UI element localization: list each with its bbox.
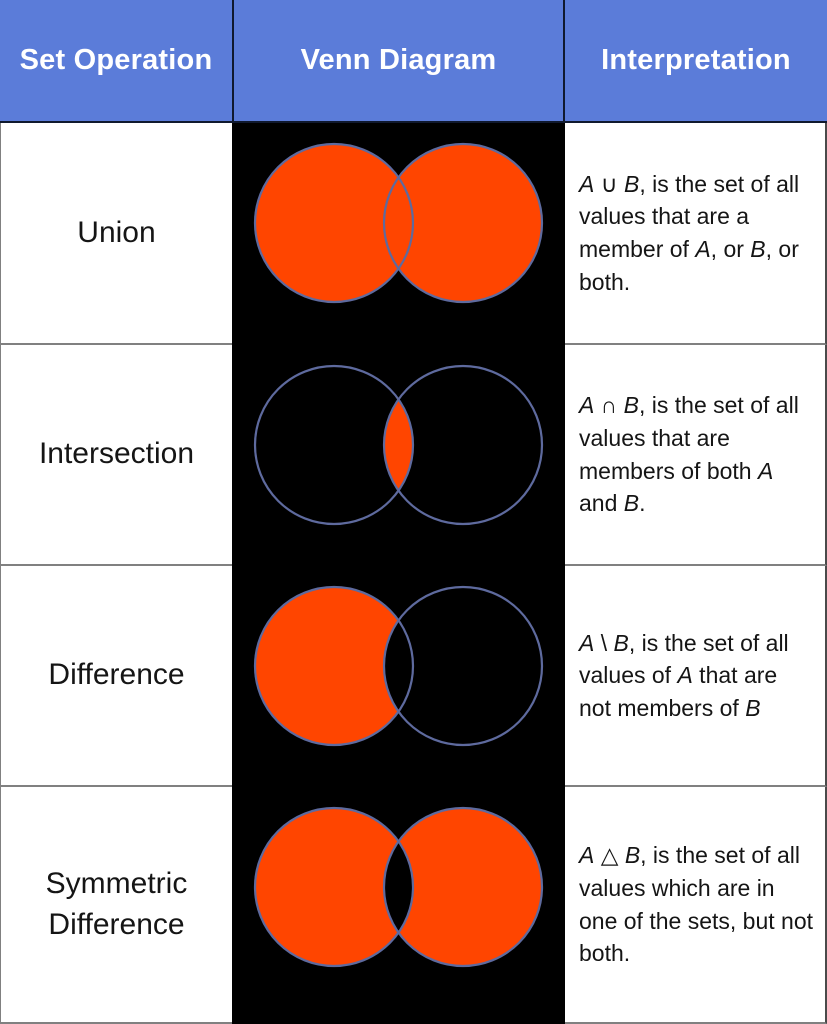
header-venn-diagram: Venn Diagram: [232, 0, 565, 123]
venn-diagram-svg: [253, 142, 544, 304]
operation-label: Difference: [0, 566, 232, 787]
venn-diagram-svg: [253, 806, 544, 968]
set-a-outline: [253, 142, 415, 304]
set-a-circle: [255, 808, 413, 966]
venn-diagram-svg: [253, 364, 544, 526]
operation-label: Intersection: [0, 345, 232, 566]
venn-diagram-cell: [232, 566, 565, 787]
set-b-circle: [384, 144, 542, 302]
set-b-outline: [382, 806, 544, 968]
interpretation-paragraph: A △ B, is the set of all values which ar…: [579, 842, 813, 967]
set-a-circle: [255, 144, 413, 302]
set-b-circle: [384, 808, 542, 966]
venn-diagram-cell: [232, 787, 565, 1024]
operation-label: Union: [0, 123, 232, 345]
interpretation-text: A ∪ B, is the set of all values that are…: [565, 123, 827, 345]
venn-diagram-cell: [232, 345, 565, 566]
set-b-outline: [382, 585, 544, 747]
set-a-circle: [255, 587, 413, 745]
set-b-outline: [382, 142, 544, 304]
interpretation-paragraph: A ∪ B, is the set of all values that are…: [579, 170, 800, 295]
interpretation-text: A ∩ B, is the set of all values that are…: [565, 345, 827, 566]
interpretation-text: A \ B, is the set of all values of A tha…: [565, 566, 827, 787]
set-b-outline: [382, 364, 544, 526]
interpretation-text: A △ B, is the set of all values which ar…: [565, 787, 827, 1024]
set-a-outline: [253, 364, 415, 526]
operation-label: Symmetric Difference: [0, 787, 232, 1024]
interpretation-paragraph: A \ B, is the set of all values of A tha…: [579, 629, 789, 721]
venn-diagram-cell: [232, 123, 565, 345]
header-interpretation: Interpretation: [565, 0, 827, 123]
venn-diagram-svg: [253, 585, 544, 747]
set-a-outline: [253, 585, 415, 747]
set-a-outline: [253, 806, 415, 968]
interpretation-paragraph: A ∩ B, is the set of all values that are…: [579, 392, 799, 517]
header-set-operation: Set Operation: [0, 0, 232, 123]
